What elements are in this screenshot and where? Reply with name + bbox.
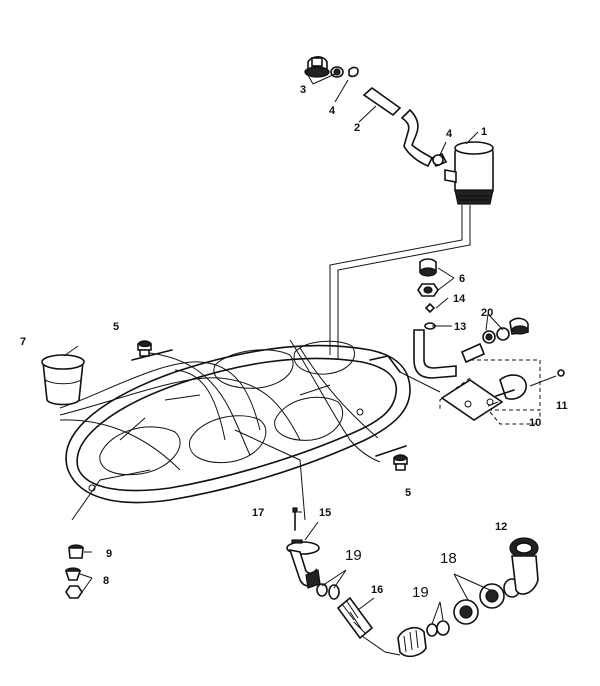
part-16-bellows-hose (336, 596, 427, 658)
callout-19-left: 19 (345, 547, 362, 564)
callout-5-lower: 5 (405, 487, 411, 499)
leader-lines (63, 69, 518, 625)
callout-15: 15 (319, 507, 331, 519)
pump-hose-lines (329, 205, 471, 360)
part-12-outlet-elbow (509, 537, 539, 595)
part-13-elbow-hose (413, 317, 529, 379)
hull-body (65, 340, 411, 504)
part-17-screw (292, 507, 298, 531)
callout-13: 13 (454, 321, 466, 333)
callout-2: 2 (354, 122, 360, 134)
part-9-fitting (68, 544, 84, 559)
callout-1: 1 (481, 126, 487, 138)
callout-12: 12 (495, 521, 507, 533)
upper-hose-assembly (304, 55, 448, 168)
callout-8: 8 (103, 575, 109, 587)
part-15-elbow (286, 539, 321, 589)
part-5-plug-upper (137, 340, 152, 357)
callout-4-left: 4 (329, 105, 336, 117)
part-8-fitting (64, 567, 83, 599)
callout-14: 14 (453, 293, 466, 305)
callout-7: 7 (20, 336, 26, 348)
plug-bracket-upper (131, 349, 173, 361)
callout-11: 11 (556, 400, 568, 412)
part-19-clamp-left (316, 583, 340, 600)
callout-18: 18 (440, 550, 457, 567)
callout-10: 10 (529, 417, 541, 429)
part-7-cup (41, 354, 85, 406)
callout-20: 20 (481, 307, 493, 319)
callout-6: 6 (459, 273, 465, 285)
callout-17: 17 (252, 507, 264, 519)
callout-16: 16 (371, 584, 383, 596)
callout-19-right: 19 (412, 584, 429, 601)
part-6-fitting (417, 258, 439, 297)
part-1-bilge-pump (444, 141, 494, 205)
part-10-switch-plate (439, 359, 565, 425)
callout-5-upper: 5 (113, 321, 119, 333)
plug-bracket-lower (375, 445, 407, 457)
wire-harness (59, 339, 381, 521)
part-19-clamp-right (426, 620, 450, 637)
callout-3: 3 (300, 84, 306, 96)
callout-labels: 1 2 3 4 4 5 5 6 7 8 9 10 11 12 13 14 15 … (20, 84, 568, 601)
callout-9: 9 (106, 548, 112, 560)
part-14-washer (424, 302, 436, 330)
part-5-plug-lower (393, 454, 408, 471)
connector-line (399, 371, 441, 393)
part-18-coupling (453, 578, 521, 625)
callout-4-right: 4 (446, 128, 453, 140)
